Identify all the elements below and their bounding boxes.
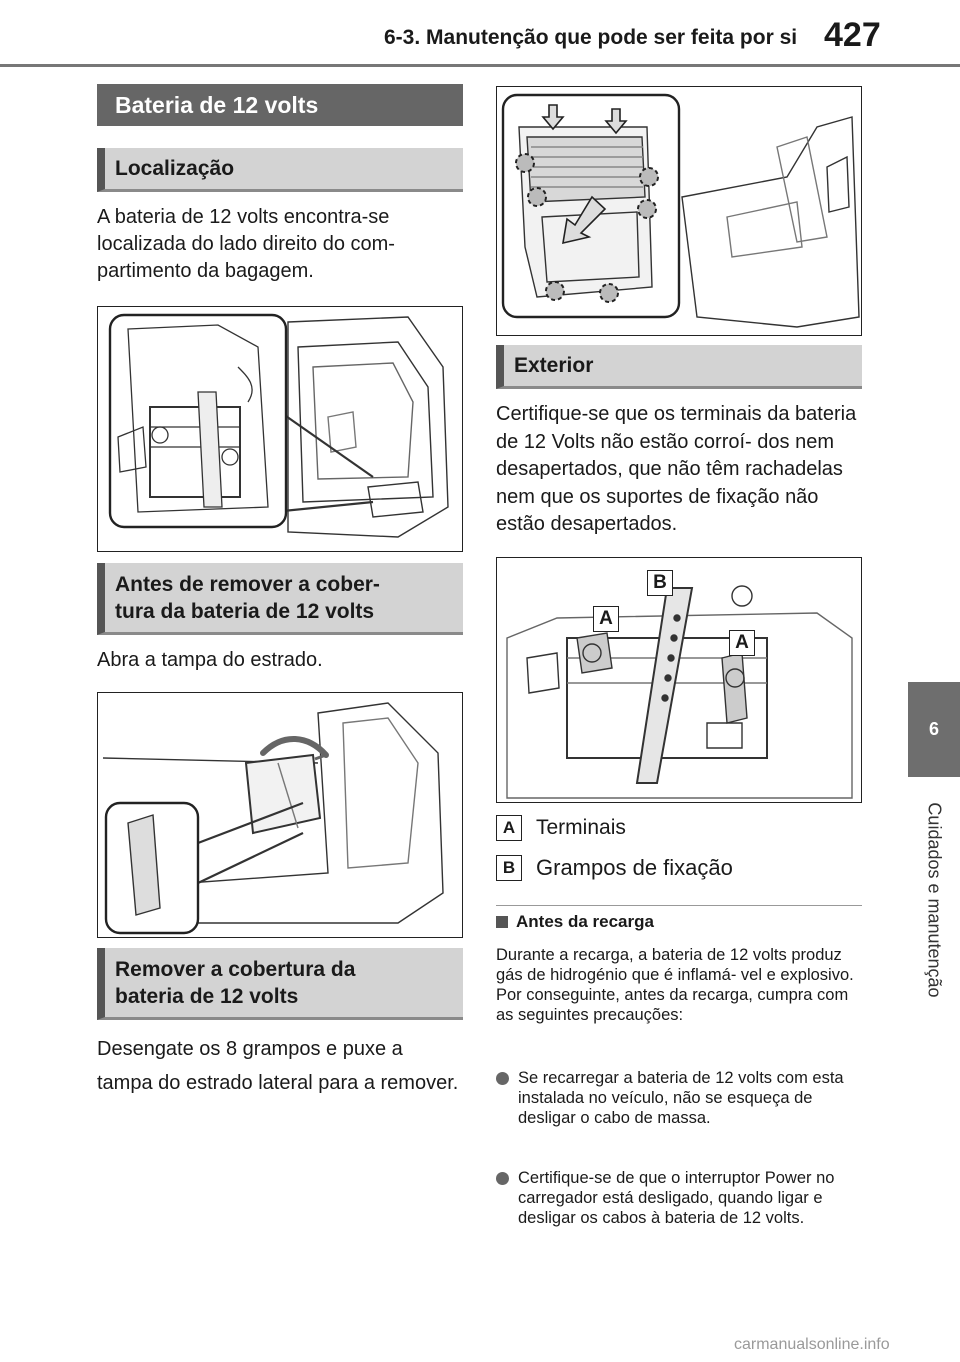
legend-key-a: A (496, 815, 522, 841)
legend-text-b: Grampos de fixação (536, 855, 733, 880)
exterior-paragraph: Certifique-se que os terminais da bateri… (496, 403, 857, 535)
square-bullet-icon (496, 916, 508, 928)
figure-terminals-and-clamps: B A A (496, 557, 862, 803)
chapter-label: Cuidados e manutenção (924, 802, 945, 998)
chapter-tab: 6 (908, 682, 960, 777)
battery-location-drawing (108, 313, 449, 538)
figure-battery-location (97, 306, 463, 552)
figure-open-floor-cover (97, 692, 463, 938)
bullet-item-1: Se recarregar a bateria de 12 volts com … (496, 1068, 866, 1128)
bullet-item-2: Certifique-se de que o interruptor Power… (496, 1168, 866, 1228)
heading-text: Exterior (514, 354, 594, 377)
floor-cover-drawing (102, 702, 444, 935)
main-title: Bateria de 12 volts (97, 84, 463, 126)
section-before-removal-heading: Antes de remover a cober- tura da bateri… (97, 563, 463, 635)
legend-text-a: Terminais (536, 816, 626, 839)
heading-text: Localização (115, 157, 235, 180)
note-heading: Antes da recarga (496, 912, 654, 932)
page-number: 427 (824, 16, 881, 54)
heading-text: Remover a cobertura da bateria de 12 vol… (115, 956, 355, 1010)
watermark: carmanualsonline.info (734, 1336, 890, 1353)
note-body: Durante a recarga, a bateria de 12 volts… (496, 946, 854, 1024)
callout-a-right: A (729, 630, 755, 656)
heading-text: Antes de remover a cober- tura da bateri… (115, 571, 380, 625)
remove-cover-paragraph: Desengate os 8 grampos e puxe a tampa do… (97, 1038, 459, 1094)
heading-line-1: Antes de remover a cober- (115, 572, 380, 596)
section-remove-cover-heading: Remover a cobertura da bateria de 12 vol… (97, 948, 463, 1020)
battery-terminals-drawing (506, 585, 853, 799)
figure-remove-clips (496, 86, 862, 336)
clip-removal-drawing (501, 93, 860, 328)
bullet-text-2: Certifique-se de que o interruptor Power… (518, 1169, 835, 1227)
note-divider (496, 905, 862, 906)
circle-bullet-icon (496, 1072, 509, 1085)
callout-a-left: A (593, 606, 619, 632)
heading-line-1: Remover a cobertura da (115, 957, 356, 981)
heading-line-2: tura da bateria de 12 volts (115, 599, 375, 623)
legend-key-b: B (496, 855, 522, 881)
before-removal-paragraph: Abra a tampa do estrado. (97, 649, 323, 671)
section-header: 6-3. Manutenção que pode ser feita por s… (384, 26, 798, 49)
section-exterior-heading: Exterior (496, 345, 862, 389)
heading-line-2: bateria de 12 volts (115, 984, 299, 1008)
header-rule (0, 64, 960, 67)
legend-row-a: A Terminais (496, 815, 626, 841)
circle-bullet-icon (496, 1172, 509, 1185)
location-paragraph: A bateria de 12 volts encontra-se locali… (97, 206, 395, 282)
bullet-text-1: Se recarregar a bateria de 12 volts com … (518, 1069, 844, 1127)
note-title: Antes da recarga (516, 912, 654, 931)
section-location-heading: Localização (97, 148, 463, 192)
legend-row-b: B Grampos de fixação (496, 855, 733, 881)
callout-b: B (647, 570, 673, 596)
